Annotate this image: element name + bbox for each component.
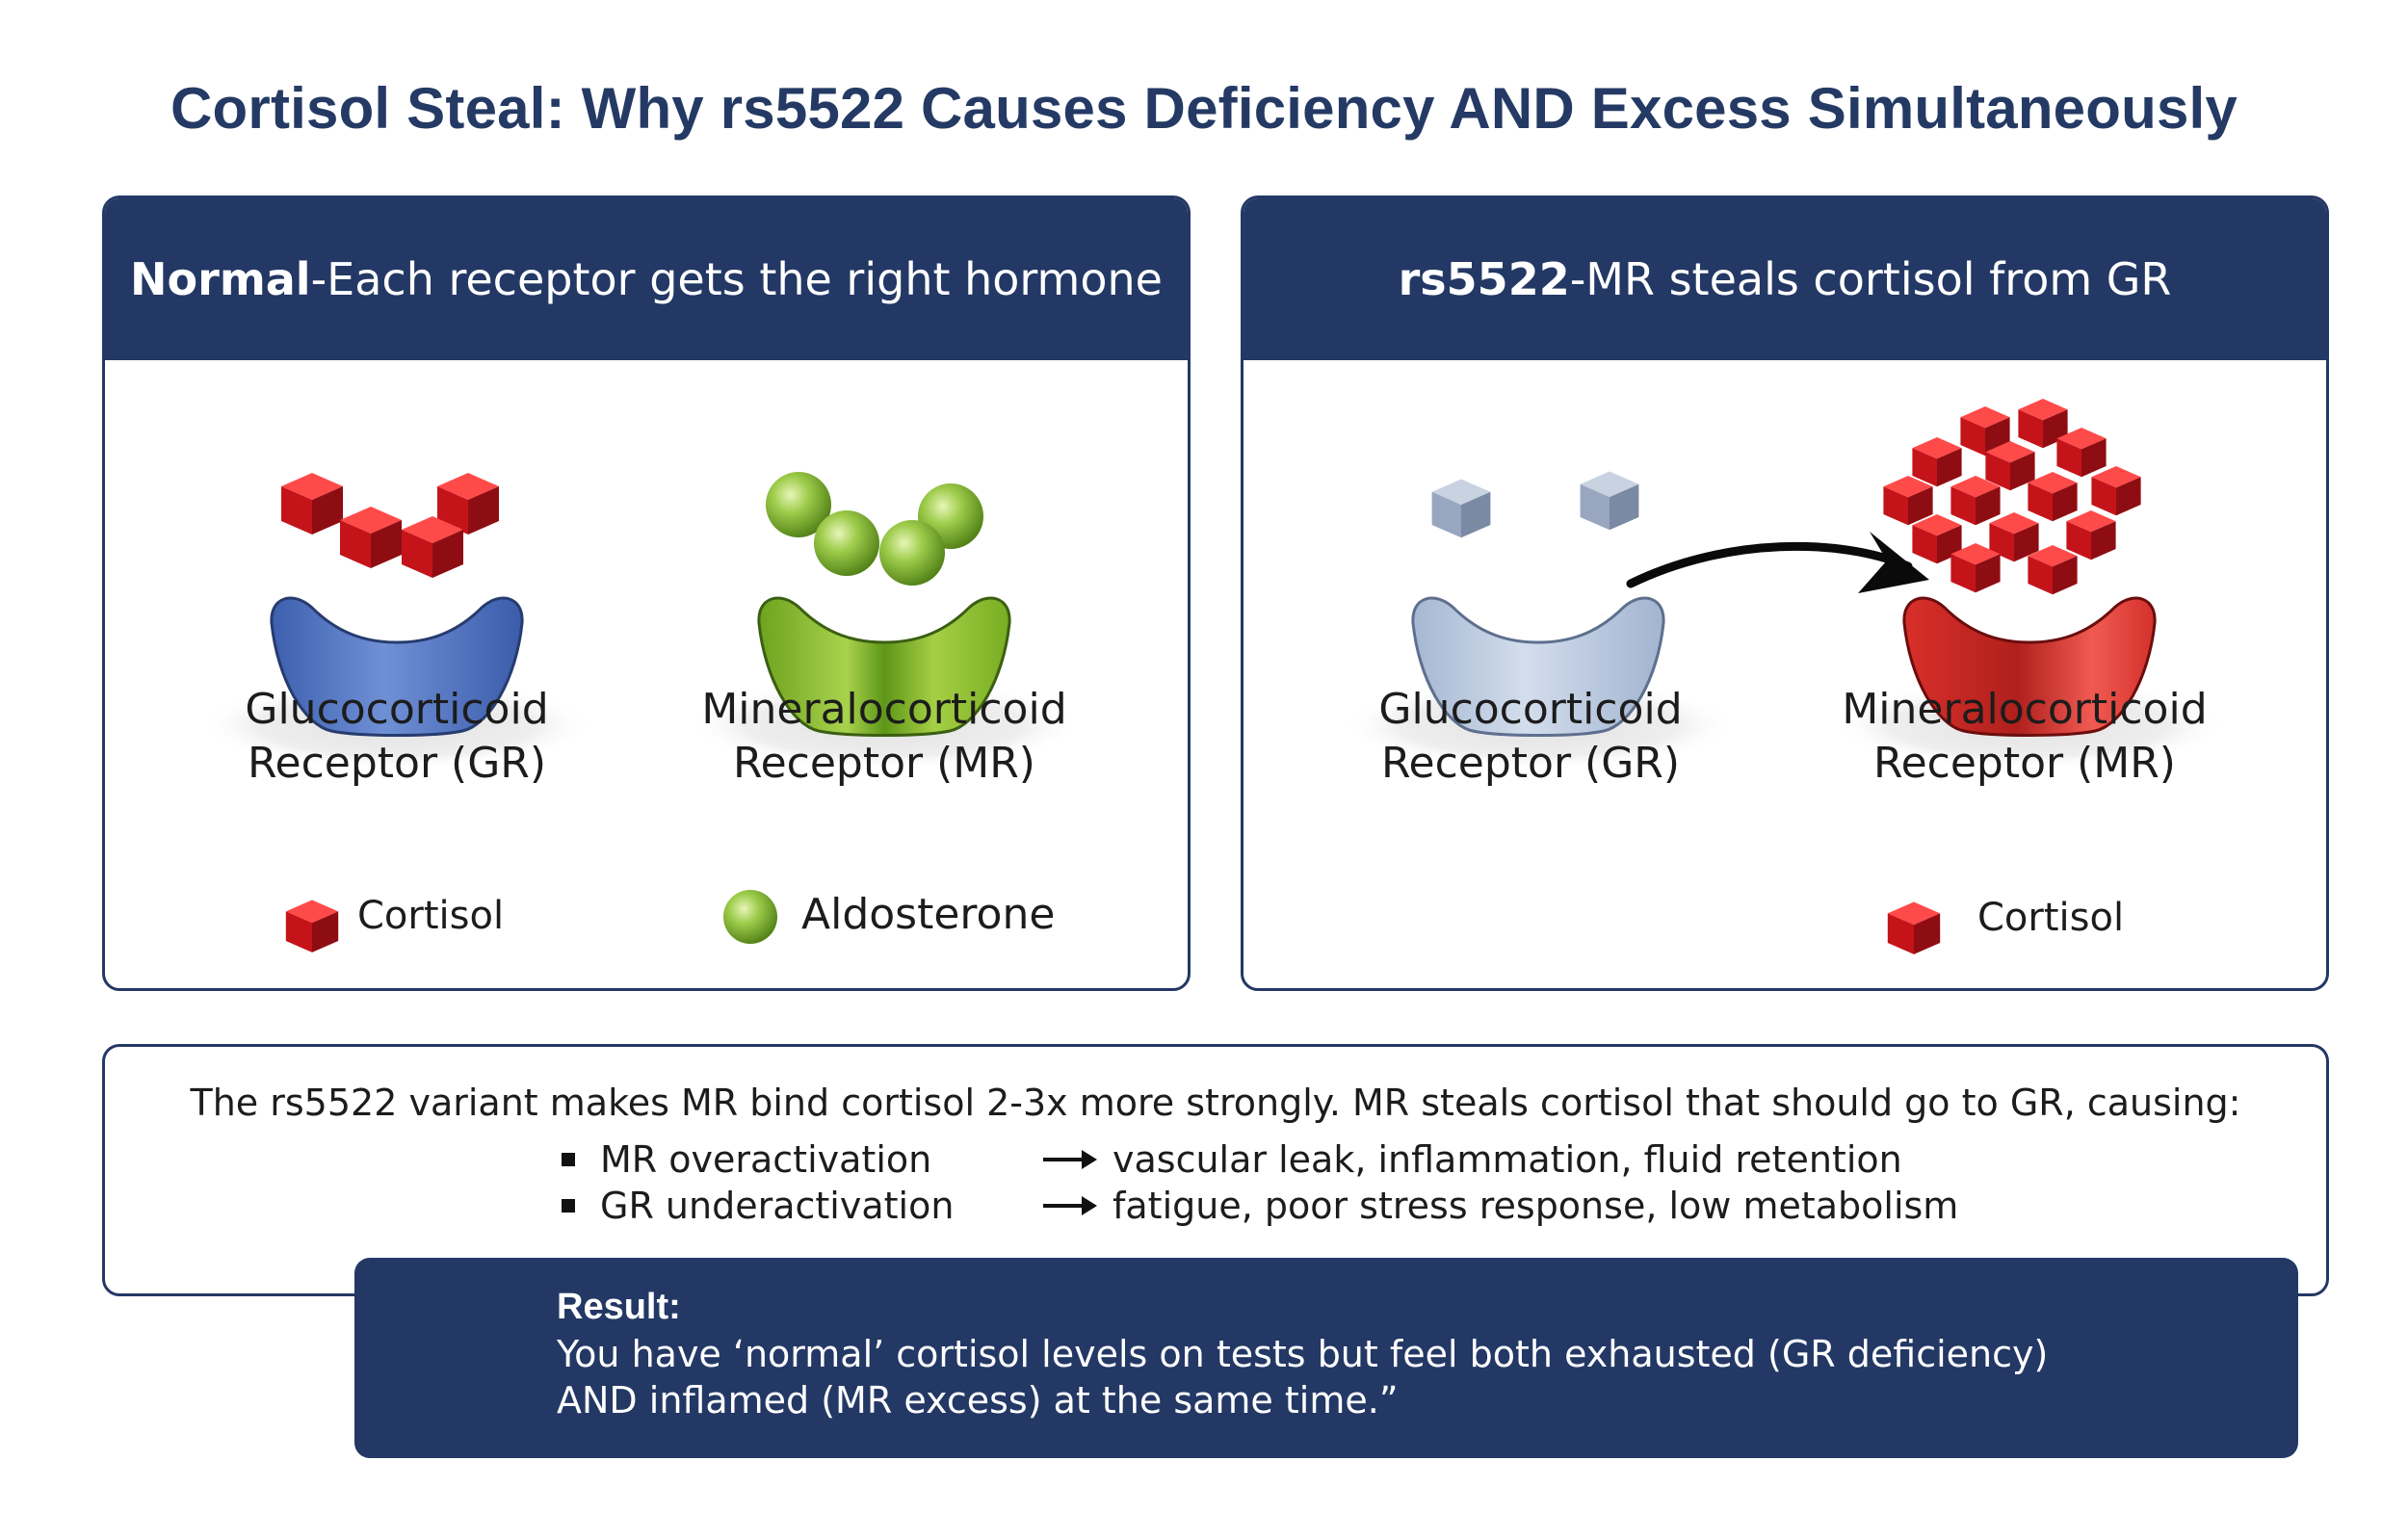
gr-label-line1: Glucocorticoid <box>245 685 549 734</box>
mr-label-line1: Mineralocorticoid <box>701 685 1067 734</box>
gr-label-line2: Receptor (GR) <box>1380 739 1681 788</box>
aldosterone-legend-icon <box>723 890 777 944</box>
mr-label-line2: Receptor (MR) <box>733 739 1035 788</box>
result-heading: Result: <box>557 1287 681 1327</box>
bullet-square-icon <box>562 1199 575 1213</box>
cortisol-legend-icon <box>285 900 339 952</box>
gr-label-line1: Glucocorticoid <box>1378 685 1683 734</box>
legend-cortisol-label: Cortisol <box>357 894 505 938</box>
gr-receptor-faded-icon <box>1341 596 1736 770</box>
mr-receptor-overloaded-icon <box>1832 596 2227 770</box>
mr-receptor-icon <box>687 596 1082 770</box>
depleted-cortisol-icon <box>1431 471 1639 538</box>
rs5522-heading-bold: rs5522 <box>1398 253 1570 305</box>
result-line-1: You have ‘normal’ cortisol levels on tes… <box>557 1333 2049 1375</box>
explanation-intro: The rs5522 variant makes MR bind cortiso… <box>190 1082 2241 1124</box>
gr-label-line2: Receptor (GR) <box>247 739 547 788</box>
legend-cortisol-label: Cortisol <box>1977 896 2125 940</box>
bullet-effect: fatigue, poor stress response, low metab… <box>1112 1185 1959 1227</box>
legend-aldosterone-label: Aldosterone <box>801 890 1056 939</box>
mr-label-line2: Receptor (MR) <box>1873 739 2176 788</box>
cortisol-pile-icon <box>1883 399 2141 595</box>
page-title: Cortisol Steal: Why rs5522 Causes Defici… <box>170 76 2238 141</box>
bullet-label: MR overactivation <box>600 1138 932 1181</box>
right-arrow-icon <box>1043 1150 1097 1169</box>
cortisol-cubes-icon <box>281 473 499 578</box>
gr-receptor-icon <box>199 596 594 770</box>
normal-panel-illustration <box>199 472 1082 952</box>
rs5522-panel: rs5522-MR steals cortisol from GR <box>1241 196 2329 991</box>
normal-panel-heading: Normal-Each receptor gets the right horm… <box>105 198 1188 360</box>
aldosterone-spheres-icon <box>766 472 983 586</box>
bullet-label: GR underactivation <box>600 1185 955 1227</box>
right-arrow-icon <box>1043 1196 1097 1215</box>
normal-heading-rest: -Each receptor gets the right hormone <box>310 253 1163 305</box>
explanation-box: The rs5522 variant makes MR bind cortiso… <box>102 1044 2329 1296</box>
steal-arrow-icon <box>1626 532 1929 593</box>
mr-label-line1: Mineralocorticoid <box>1842 685 2208 734</box>
result-line-2: AND inflamed (MR excess) at the same tim… <box>557 1379 1399 1422</box>
normal-heading-bold: Normal <box>130 253 311 305</box>
bullet-square-icon <box>562 1153 575 1166</box>
cortisol-legend-icon <box>1887 901 1941 954</box>
rs5522-panel-heading: rs5522-MR steals cortisol from GR <box>1243 198 2326 360</box>
rs5522-panel-illustration <box>1341 399 2227 954</box>
bullet-effect: vascular leak, inflammation, fluid reten… <box>1112 1138 1902 1181</box>
result-box: Result: You have ‘normal’ cortisol level… <box>354 1258 2298 1458</box>
rs5522-heading-rest: -MR steals cortisol from GR <box>1569 253 2172 305</box>
normal-panel: Normal-Each receptor gets the right horm… <box>102 196 1191 991</box>
